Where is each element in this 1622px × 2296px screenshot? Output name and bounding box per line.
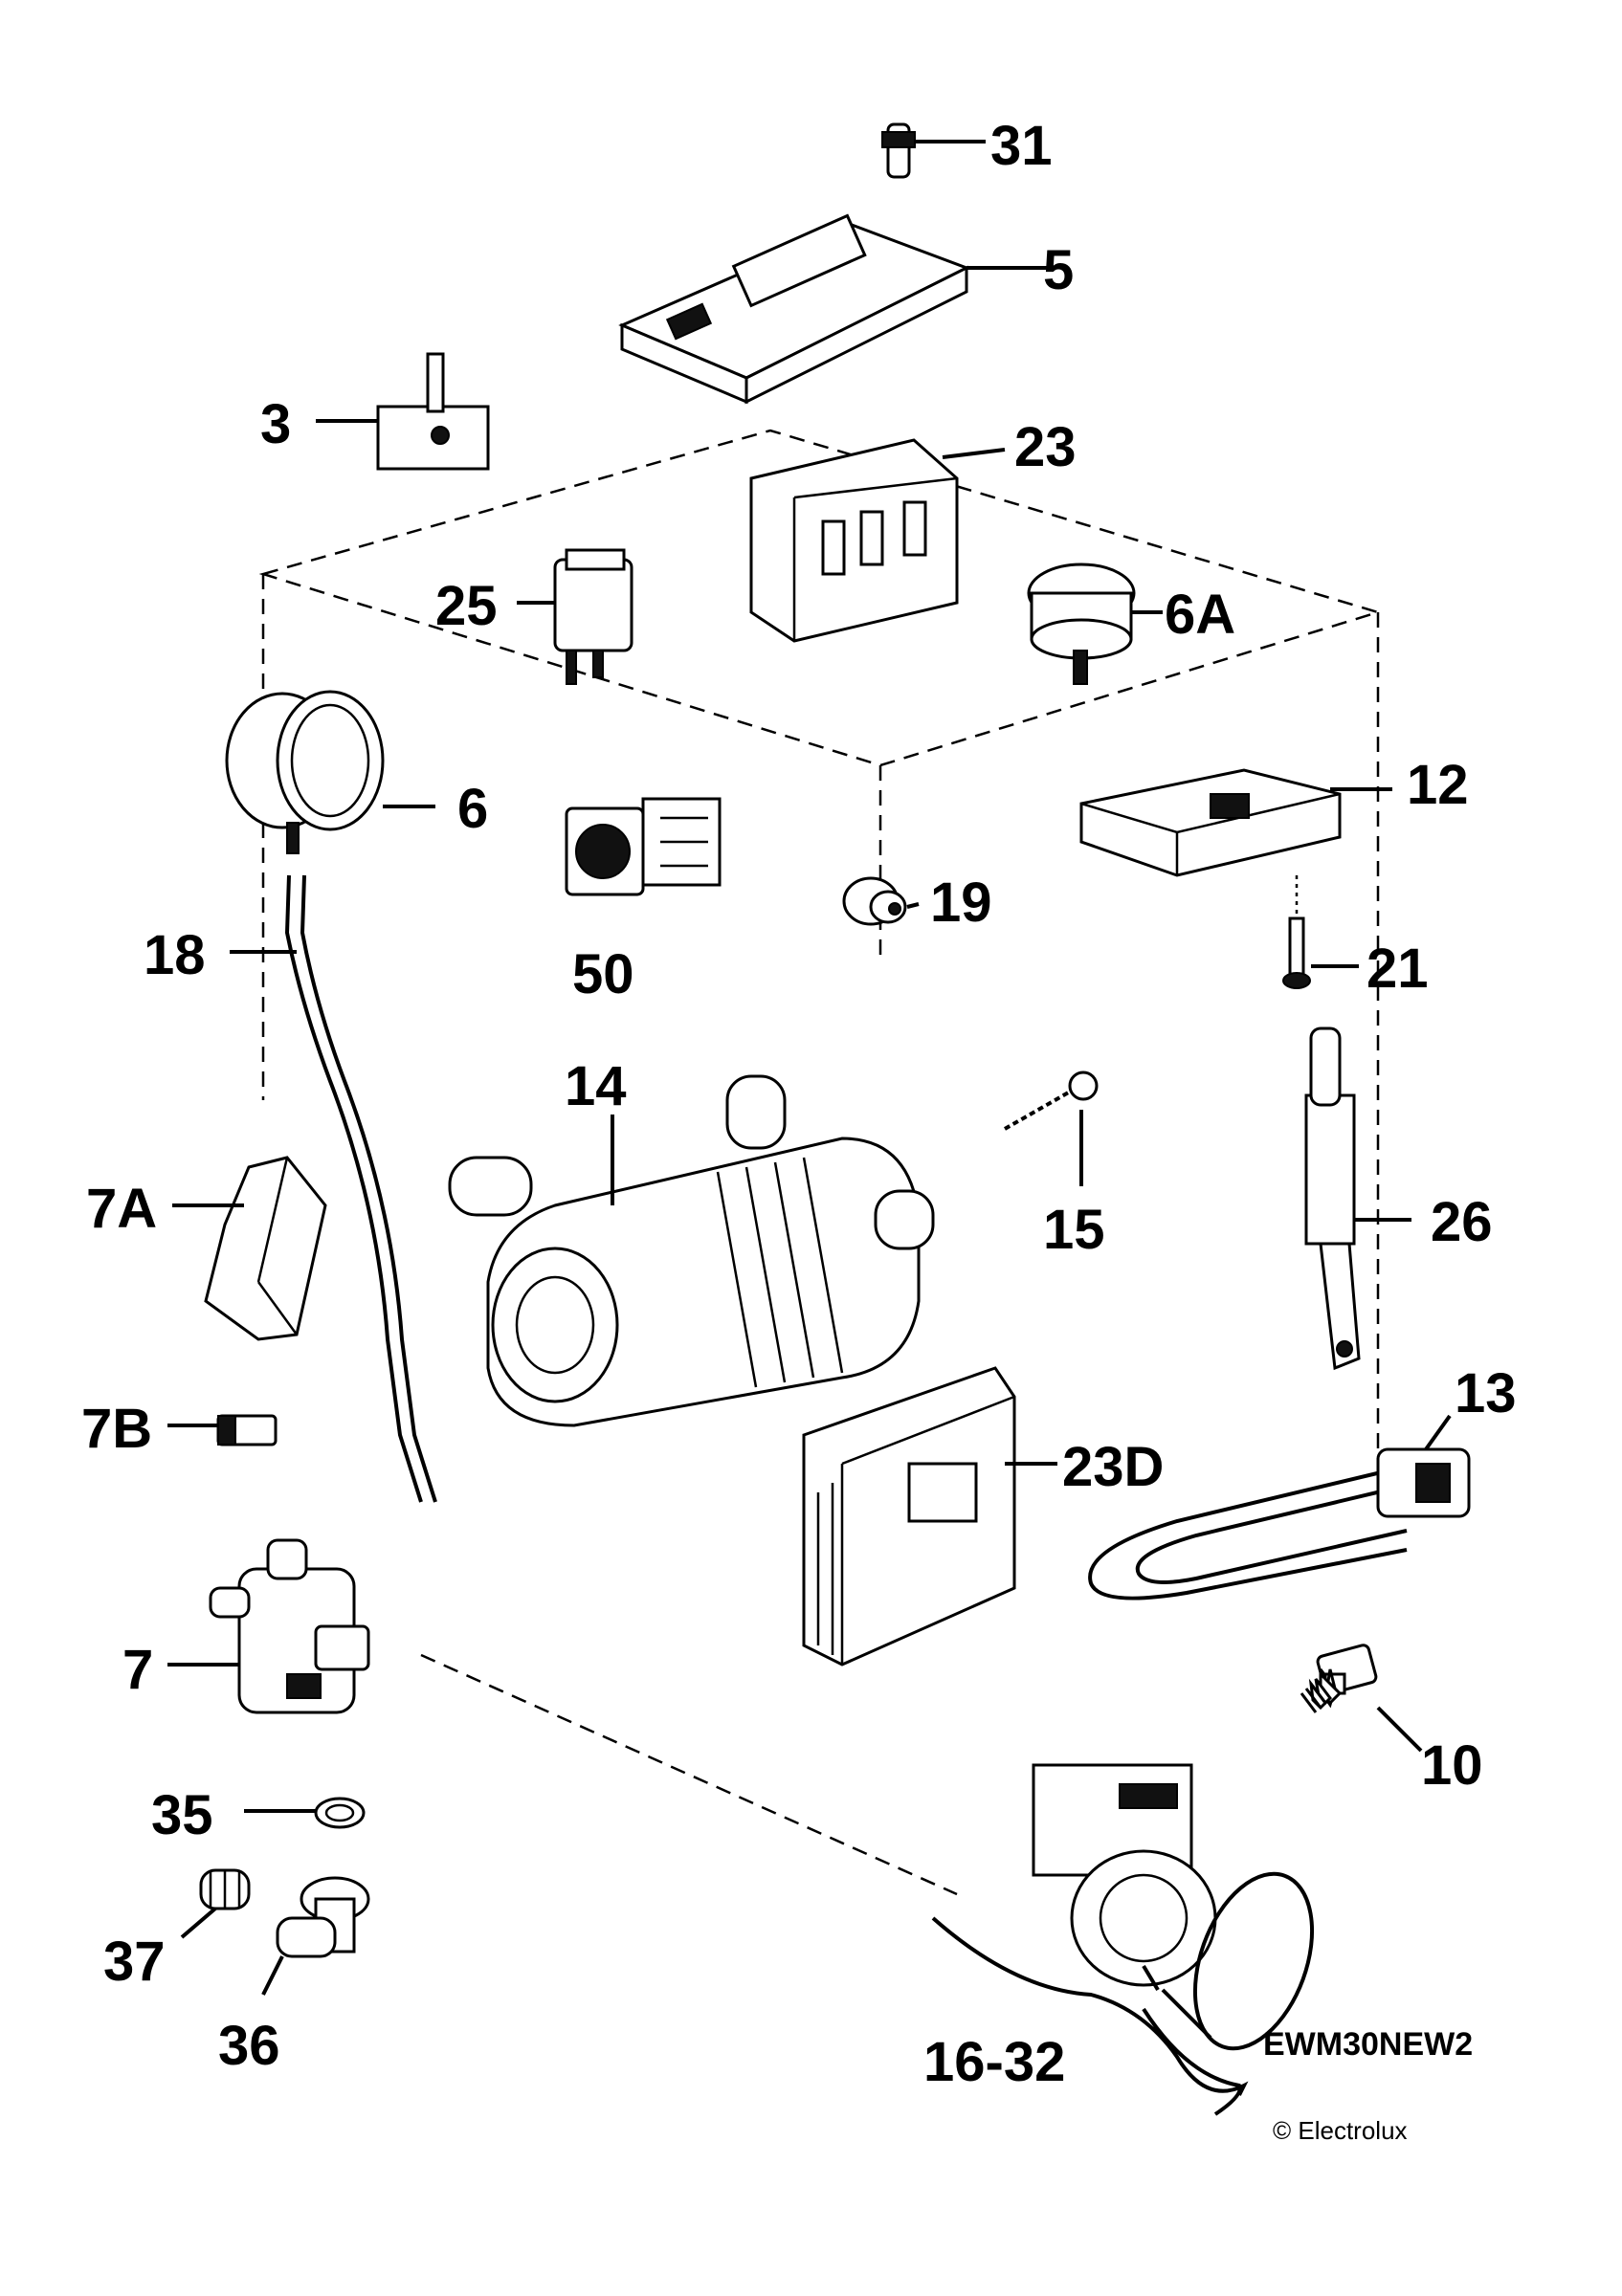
label-7A: 7A [86,1178,157,1240]
label-5: 5 [1043,239,1074,301]
part-36-connector: 36 [218,1876,370,2077]
part-3-selector-switch: 3 [260,352,490,471]
part-25-interference-filter: 25 [435,548,633,685]
label-50: 50 [572,943,634,1005]
part-7A-cover: 7A [86,1156,327,1341]
part-23-electronic-module: 23 [749,416,1077,643]
label-15: 15 [1043,1199,1105,1261]
part-7B-clip: 7B [81,1398,278,1460]
part-6-pressure-switch: 6 [225,690,488,854]
label-25: 25 [435,575,498,637]
part-31-sensor: 31 [881,115,1053,179]
label-37: 37 [103,1931,166,1993]
cabinet-outline [258,429,1383,1896]
label-35: 35 [151,1784,213,1846]
label-16-32: 16-32 [923,2031,1065,2093]
part-23D-power-module: 23D [802,1366,1164,1667]
copyright-notice: © Electrolux [1273,2116,1408,2145]
part-14-motor: 14 [448,1055,935,1427]
label-6: 6 [457,778,488,840]
label-31: 31 [990,115,1053,177]
part-26-bracket: 26 [1304,1027,1493,1371]
label-36: 36 [218,2015,280,2077]
part-15-screw: 15 [1004,1071,1105,1261]
label-3: 3 [260,393,291,455]
label-13: 13 [1455,1362,1517,1424]
part-10-ntc-sensor: 10 [1300,1644,1483,1797]
part-37-filter: 37 [103,1868,251,1993]
label-7B: 7B [81,1398,152,1460]
part-6A-pressure-switch: 6A [1027,563,1235,685]
part-35-seal-ring: 35 [151,1784,366,1846]
part-19-bushing: 19 [842,872,992,934]
part-16-32-drain-pump: 16-32 [923,1763,1315,2116]
label-19: 19 [930,872,992,934]
label-26: 26 [1431,1191,1493,1253]
label-12: 12 [1407,754,1469,816]
label-6A: 6A [1165,584,1235,646]
part-50-suppressor: 50 [565,797,722,1005]
label-18: 18 [144,924,206,986]
label-21: 21 [1366,938,1429,1000]
part-13-heating-element: 13 [1088,1362,1517,1601]
part-7-inlet-valve: 7 [122,1538,370,1714]
label-10: 10 [1421,1734,1483,1797]
label-23: 23 [1014,416,1077,478]
label-7: 7 [122,1639,153,1701]
label-23D: 23D [1062,1436,1164,1498]
part-21-screw: 21 [1282,875,1429,1000]
part-12-door-interlock: 12 [1079,754,1469,877]
part-18-hose: 18 [144,874,437,1503]
label-14: 14 [565,1055,627,1117]
part-5-control-board: 5 [618,213,1074,405]
model-code: EWM30NEW2 [1263,2026,1473,2063]
